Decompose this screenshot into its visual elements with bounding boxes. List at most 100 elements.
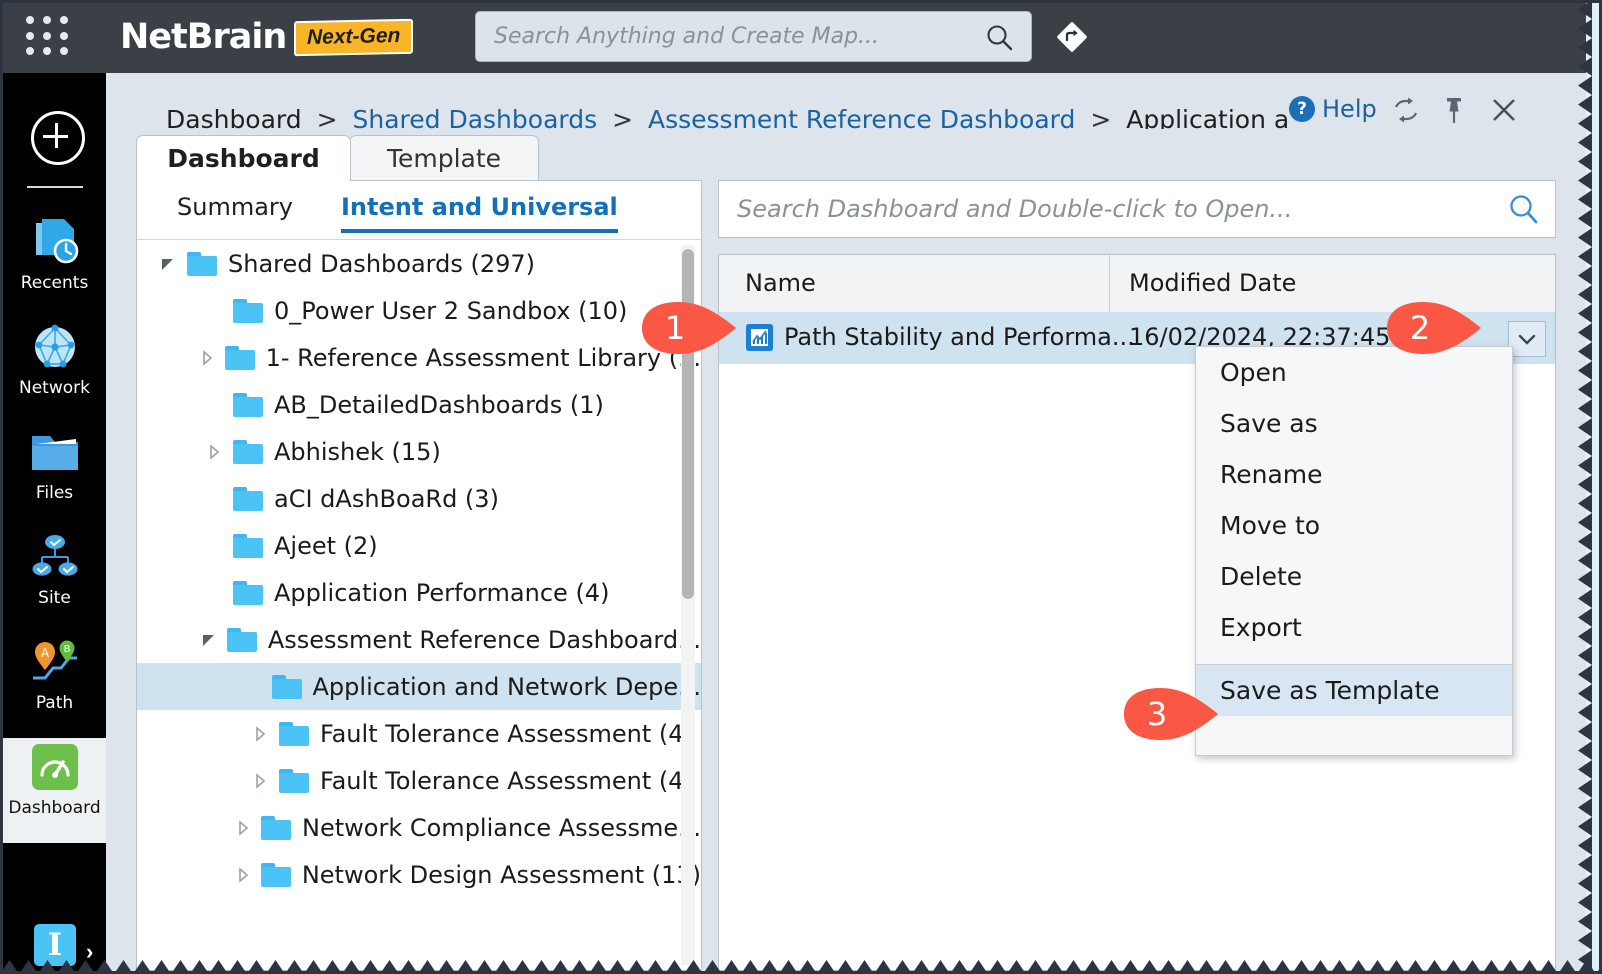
- tree-item[interactable]: 1- Reference Assessment Library (...: [137, 334, 701, 381]
- sidebar-item-recents[interactable]: Recents: [3, 213, 106, 318]
- svg-text:I: I: [47, 927, 62, 963]
- path-ab-icon: A B: [3, 633, 106, 691]
- help-button[interactable]: ? Help: [1289, 95, 1377, 123]
- breadcrumb-item-2[interactable]: Assessment Reference Dashboard: [647, 105, 1076, 129]
- folder-tree[interactable]: Shared Dashboards (297) 0_Power User 2 Sa…: [137, 240, 701, 971]
- folder-icon: [279, 721, 309, 746]
- folder-icon: [226, 627, 257, 652]
- torn-edge-zigzag-bottom: [0, 960, 1602, 974]
- tree-item[interactable]: Abhishek (15): [137, 428, 701, 475]
- search-icon[interactable]: [1507, 192, 1541, 226]
- grid-apps-icon[interactable]: [26, 16, 72, 58]
- sidebar-item-intents[interactable]: I Intents: [3, 918, 106, 974]
- folder-icon: [279, 768, 309, 793]
- breadcrumb-item-1[interactable]: Shared Dashboards: [352, 105, 598, 129]
- menu-item-save-as-template[interactable]: Save as Template: [1196, 665, 1512, 716]
- menu-item-export[interactable]: Export: [1220, 613, 1302, 642]
- chevron-down-icon[interactable]: [200, 631, 218, 649]
- rail-divider: [27, 186, 83, 188]
- pin-icon[interactable]: [1437, 93, 1471, 127]
- menu-item-open[interactable]: Open: [1220, 358, 1287, 387]
- tree-item[interactable]: AB_DetailedDashboards (1): [137, 381, 701, 428]
- folder-icon: [233, 580, 263, 605]
- plus-circle-icon[interactable]: [31, 111, 85, 165]
- tree-item[interactable]: Fault Tolerance Assessment (4): [137, 757, 701, 804]
- tree-item[interactable]: aCI dAshBoaRd (3): [137, 475, 701, 522]
- top-bar: NetBrain Next-Gen Search Anything and Cr…: [0, 0, 1602, 73]
- sidebar-item-files[interactable]: Files: [3, 423, 106, 528]
- tree-item[interactable]: Shared Dashboards (297): [137, 240, 701, 287]
- breadcrumb-bar: Dashboard > Shared Dashboards > Assessme…: [106, 73, 1586, 147]
- breadcrumb: Dashboard > Shared Dashboards > Assessme…: [136, 87, 1291, 129]
- dashboard-gauge-icon: [3, 738, 106, 796]
- chevron-right-icon[interactable]: [234, 819, 252, 837]
- column-header-name[interactable]: Name: [745, 269, 816, 297]
- netbrain-logo[interactable]: NetBrain Next-Gen: [120, 14, 414, 60]
- tab-dashboard[interactable]: Dashboard: [136, 135, 351, 181]
- column-divider[interactable]: [1109, 255, 1110, 312]
- chevron-right-icon[interactable]: [198, 349, 216, 367]
- global-search-input[interactable]: Search Anything and Create Map...: [475, 11, 1032, 62]
- tree-item-label: Network Design Assessment (13): [301, 860, 701, 889]
- breadcrumb-item-3[interactable]: Application and Network Dep: [1126, 105, 1291, 129]
- menu-item-delete[interactable]: Delete: [1220, 562, 1303, 591]
- tree-item[interactable]: Application Performance (4): [137, 569, 701, 616]
- tree-item[interactable]: 0_Power User 2 Sandbox (10): [137, 287, 701, 334]
- create-map-icon[interactable]: [1055, 20, 1089, 54]
- sidebar-item-label: Recents: [20, 273, 89, 293]
- tab-template[interactable]: Template: [349, 135, 539, 181]
- sidebar-item-label: Files: [35, 483, 74, 503]
- menu-item-rename[interactable]: Rename: [1220, 460, 1323, 489]
- folder-icon: [233, 298, 263, 323]
- sidebar-item-network[interactable]: Network: [3, 318, 106, 423]
- sidebar-item-site[interactable]: Site: [3, 528, 106, 633]
- chevron-right-icon[interactable]: [205, 443, 223, 461]
- recents-icon: [3, 213, 106, 271]
- row-actions-chevron-down-icon[interactable]: [1508, 321, 1546, 357]
- refresh-icon[interactable]: [1389, 93, 1423, 127]
- tree-item[interactable]: Ajeet (2): [137, 522, 701, 569]
- primary-tabs: Dashboard Template: [136, 135, 696, 181]
- site-tree-icon: [3, 528, 106, 586]
- menu-item-move-to[interactable]: Move to: [1220, 511, 1321, 540]
- intents-i-icon: I: [3, 918, 106, 974]
- breadcrumb-item-0[interactable]: Dashboard: [166, 105, 302, 129]
- column-header-modified-date[interactable]: Modified Date: [1129, 269, 1297, 297]
- folder-icon: [261, 815, 292, 840]
- chevron-right-icon[interactable]: [251, 725, 269, 743]
- tab-intent-and-universal[interactable]: Intent and Universal: [341, 193, 618, 233]
- tree-item[interactable]: Fault Tolerance Assessment (4): [137, 710, 701, 757]
- tree-item[interactable]: Network Design Assessment (13): [137, 851, 701, 898]
- tree-item-label: Application Performance (4): [274, 578, 610, 607]
- sidebar-item-dashboard[interactable]: Dashboard: [3, 738, 106, 843]
- tab-intent-label: Intent and Universal: [341, 193, 618, 221]
- chevron-right-icon[interactable]: ›: [86, 939, 94, 964]
- tree-item-label: 0_Power User 2 Sandbox (10): [274, 296, 628, 325]
- help-label: Help: [1322, 95, 1377, 123]
- folder-icon: [271, 674, 302, 699]
- chevron-right-icon[interactable]: [251, 772, 269, 790]
- tree-item[interactable]: Application and Network Depe...: [137, 663, 701, 710]
- close-icon[interactable]: [1487, 93, 1521, 127]
- torn-edge-zigzag-right: [1578, 0, 1592, 974]
- search-input[interactable]: Search Dashboard and Double-click to Ope…: [718, 180, 1556, 238]
- tree-item[interactable]: Network Compliance Assessme...: [137, 804, 701, 851]
- tab-summary[interactable]: Summary: [177, 193, 293, 221]
- row-name: Path Stability and Performa...: [784, 323, 1135, 351]
- tab-active-underline: [341, 229, 618, 233]
- callout-number: 2: [1409, 309, 1431, 347]
- folder-icon: [187, 251, 217, 276]
- chevron-down-icon[interactable]: [159, 255, 177, 273]
- content-area: Dashboard > Shared Dashboards > Assessme…: [106, 73, 1586, 971]
- search-placeholder: Search Dashboard and Double-click to Ope…: [737, 195, 1293, 223]
- sidebar-item-label: Path: [35, 693, 74, 713]
- search-icon[interactable]: [985, 23, 1015, 53]
- network-globe-icon: [3, 318, 106, 376]
- tree-item-label: Abhishek (15): [274, 437, 441, 466]
- tree-item-label: Assessment Reference Dashboard...: [267, 625, 701, 654]
- tree-item[interactable]: Assessment Reference Dashboard...: [137, 616, 701, 663]
- chevron-right-icon[interactable]: [234, 866, 252, 884]
- sidebar-item-path[interactable]: A B Path: [3, 633, 106, 738]
- menu-item-save-as[interactable]: Save as: [1220, 409, 1318, 438]
